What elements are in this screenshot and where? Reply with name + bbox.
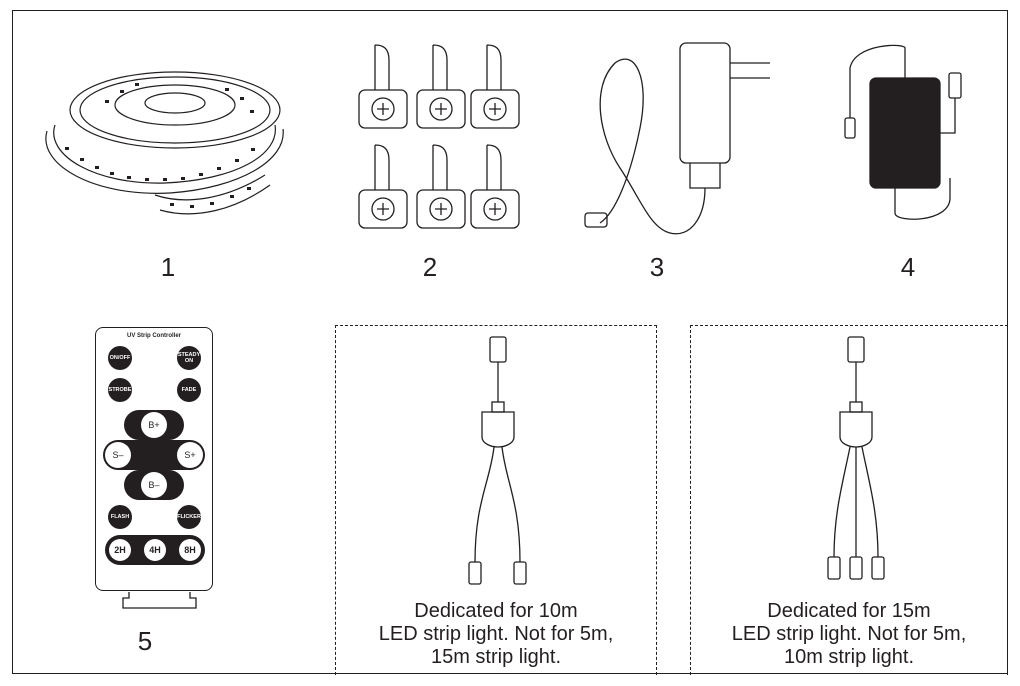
flicker-button[interactable]: FLICKER [177, 505, 201, 529]
brightness-down-button[interactable]: B– [141, 472, 167, 498]
power-adapter-illustration [584, 42, 770, 235]
on-off-button[interactable]: ON/OFF [108, 346, 132, 370]
mounting-clips-illustration [358, 44, 520, 229]
splitter-15m-caption-line-2: LED strip light. Not for 5m, [731, 623, 967, 645]
timer-2h-button[interactable]: 2H [109, 539, 131, 561]
item-number-2: 2 [422, 252, 438, 282]
remote-title: UV Strip Controller [126, 333, 181, 339]
brightness-up-button[interactable]: B+ [141, 412, 167, 438]
item-number-5: 5 [137, 626, 153, 656]
remote-control: UV Strip Controller ON/OFF STEADY ON STR… [95, 327, 213, 591]
timer-bar: 2H 4H 8H [105, 535, 205, 565]
item-number-1: 1 [160, 252, 176, 282]
two-way-splitter-cable-illustration [468, 336, 527, 585]
item-number-4: 4 [900, 252, 916, 282]
timer-4h-button[interactable]: 4H [144, 539, 166, 561]
splitter-15m-caption-line-1: Dedicated for 15m [767, 600, 931, 622]
splitter-10m-caption-line-1: Dedicated for 10m [414, 600, 578, 622]
flash-button[interactable]: FLASH [108, 505, 132, 529]
splitter-10m-caption: Dedicated for 10m LED strip light. Not f… [340, 600, 652, 669]
splitter-15m-caption-line-3: 10m strip light. [783, 646, 915, 668]
direction-pad: B+ S– S+ B– [103, 410, 205, 500]
direction-pad-shape [103, 410, 205, 500]
remote-stand [122, 592, 197, 609]
splitter-15m-caption: Dedicated for 15m LED strip light. Not f… [695, 600, 1003, 669]
strobe-button[interactable]: STROBE [108, 378, 132, 402]
fade-button[interactable]: FADE [177, 378, 201, 402]
steady-on-button[interactable]: STEADY ON [177, 346, 201, 370]
item-number-3: 3 [649, 252, 665, 282]
timer-8h-button[interactable]: 8H [179, 539, 201, 561]
three-way-splitter-cable-illustration [827, 336, 885, 580]
speed-down-button[interactable]: S– [105, 442, 131, 468]
splitter-10m-caption-line-3: 15m strip light. [430, 646, 562, 668]
controller-box-illustration [844, 44, 962, 220]
splitter-10m-box [335, 325, 657, 675]
speed-up-button[interactable]: S+ [177, 442, 203, 468]
led-strip-reel-illustration [45, 71, 284, 215]
splitter-10m-caption-line-2: LED strip light. Not for 5m, [378, 623, 614, 645]
splitter-15m-box [690, 325, 1008, 675]
